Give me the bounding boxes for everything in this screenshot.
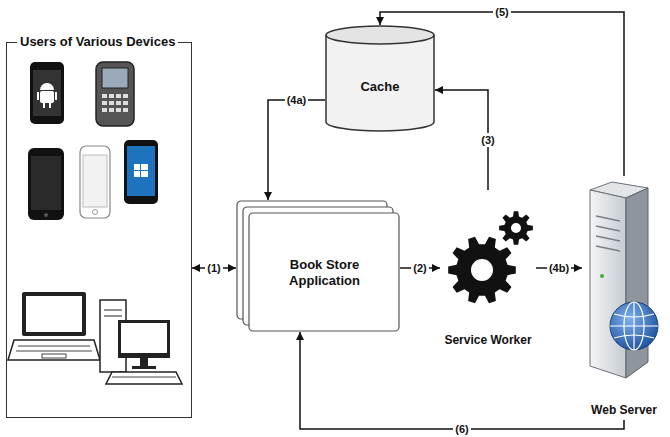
app-stack: Book Store Application bbox=[236, 200, 400, 332]
blackberry-phone-part bbox=[123, 108, 128, 112]
windows-phone-part bbox=[141, 164, 148, 170]
laptop-part bbox=[26, 296, 82, 332]
blackberry-phone-part bbox=[123, 101, 128, 105]
globe-parallel bbox=[610, 325, 658, 326]
cylinder-body bbox=[326, 35, 434, 131]
desktop-computer-part bbox=[104, 310, 122, 311]
edge-label: (4b) bbox=[547, 261, 571, 275]
node-label: Cache bbox=[360, 79, 399, 95]
globe-parallel bbox=[614, 314, 654, 338]
laptop-part bbox=[18, 346, 90, 347]
android-phone-part bbox=[40, 91, 54, 103]
gear-outline bbox=[440, 190, 536, 350]
edge-label: (3) bbox=[479, 133, 496, 147]
laptop-part bbox=[42, 354, 66, 358]
blackberry-phone-part bbox=[102, 108, 107, 112]
black-phone-part bbox=[44, 213, 48, 217]
white-phone-part bbox=[83, 155, 107, 207]
node-label: Web Server bbox=[591, 403, 657, 418]
blackberry-phone-part bbox=[96, 62, 134, 126]
desktop-computer-part bbox=[121, 323, 167, 353]
connector bbox=[268, 100, 325, 200]
android-phone-part bbox=[49, 103, 51, 108]
server-light bbox=[600, 274, 604, 278]
white-phone bbox=[80, 146, 110, 218]
gear-large bbox=[448, 237, 516, 304]
globe bbox=[610, 302, 658, 350]
windows-phone-part bbox=[134, 171, 140, 177]
app-card bbox=[249, 213, 399, 331]
android-phone bbox=[30, 62, 64, 124]
windows-phone-part bbox=[134, 164, 140, 170]
web-server-node: Web Server bbox=[582, 176, 666, 420]
laptop-part bbox=[8, 340, 100, 360]
desktop-computer-part bbox=[140, 358, 148, 366]
edge-label: (4a) bbox=[285, 93, 309, 107]
server-slot bbox=[596, 216, 620, 221]
white-phone-part bbox=[93, 210, 98, 215]
desktop-computer-part bbox=[106, 372, 182, 384]
edge-label: (2) bbox=[411, 261, 428, 275]
black-phone bbox=[28, 148, 64, 220]
cylinder-top bbox=[326, 26, 434, 44]
blackberry-phone bbox=[96, 62, 134, 126]
black-phone-part bbox=[28, 148, 64, 220]
blackberry-phone-part bbox=[116, 94, 121, 98]
laptop-part bbox=[22, 292, 86, 336]
group-heading: Users of Various Devices bbox=[17, 34, 178, 50]
blackberry-phone-part bbox=[109, 108, 114, 112]
cache-cylinder: Cache bbox=[325, 25, 435, 132]
connector bbox=[300, 332, 624, 429]
white-phone-part bbox=[80, 146, 110, 218]
gear-small bbox=[499, 211, 533, 245]
android-phone-part bbox=[43, 103, 45, 108]
node-label: Book Store Application bbox=[275, 257, 375, 289]
windows-phone bbox=[124, 140, 158, 204]
windows-phone-part bbox=[141, 171, 148, 177]
android-phone-part bbox=[37, 92, 39, 100]
blackberry-phone-part bbox=[116, 108, 121, 112]
server-outline bbox=[582, 176, 666, 420]
desktop-computer-part bbox=[118, 320, 170, 358]
black-phone-part bbox=[31, 156, 61, 210]
desktop-computer-part bbox=[132, 366, 156, 369]
desktop-computer bbox=[100, 300, 182, 384]
node-label: Service Worker bbox=[444, 333, 531, 348]
android-phone-part bbox=[33, 70, 61, 116]
edge-label: (6) bbox=[453, 422, 470, 436]
server-slot bbox=[596, 246, 620, 251]
blackberry-phone-part bbox=[109, 94, 114, 98]
android-phone-part bbox=[30, 62, 64, 124]
blackberry-phone-part bbox=[116, 101, 121, 105]
desktop-computer-part bbox=[112, 377, 176, 378]
blackberry-phone-part bbox=[102, 94, 107, 98]
device-group: Users of Various Devices bbox=[6, 42, 192, 418]
laptop-part bbox=[16, 351, 92, 352]
server-front bbox=[590, 190, 626, 378]
server-slot bbox=[596, 236, 620, 241]
blackberry-phone-part bbox=[109, 101, 114, 105]
service-worker-node: Service Worker bbox=[440, 190, 536, 350]
laptop bbox=[8, 292, 100, 360]
windows-phone-part bbox=[127, 146, 155, 196]
blackberry-phone-part bbox=[102, 68, 128, 88]
blackberry-phone-part bbox=[123, 94, 128, 98]
android-phone-part bbox=[40, 83, 54, 90]
windows-phone-part bbox=[124, 140, 158, 204]
desktop-computer-part bbox=[104, 316, 122, 317]
android-phone-part bbox=[55, 92, 57, 100]
edge-label: (1) bbox=[205, 261, 222, 275]
blackberry-phone-part bbox=[102, 101, 107, 105]
server-slot bbox=[596, 226, 620, 231]
edge-label: (5) bbox=[493, 5, 510, 19]
